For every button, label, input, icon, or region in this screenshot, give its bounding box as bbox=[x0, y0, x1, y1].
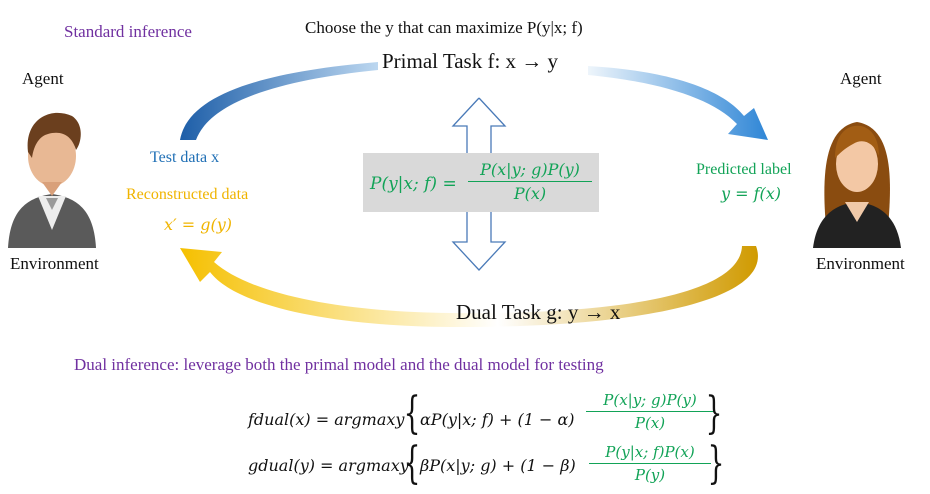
g-dual-denominator: P(y) bbox=[634, 466, 666, 485]
reconstructed-data-label: Reconstructed data bbox=[126, 186, 249, 203]
bayes-numerator: P(x|y; g)P(y) bbox=[480, 160, 580, 179]
male-agent-icon bbox=[8, 112, 96, 248]
left-agent-label: Agent bbox=[22, 69, 64, 88]
eq2-right-brace: } bbox=[707, 438, 725, 489]
f-dual-denominator: P(x) bbox=[634, 414, 666, 433]
predicted-label-equation: y = f(x) bbox=[721, 184, 782, 203]
choose-y-caption: Choose the y that can maximize P(y|x; f) bbox=[305, 18, 583, 37]
female-agent-icon bbox=[813, 122, 901, 248]
primal-arrow-left-arc bbox=[180, 62, 378, 140]
dual-inference-title: Dual inference: leverage both the primal… bbox=[74, 355, 604, 374]
g-dual-fraction: P(y|x; f)P(x) P(y) bbox=[589, 443, 711, 484]
eq2-left-brace: { bbox=[403, 438, 421, 489]
bayes-rule-box bbox=[363, 153, 599, 212]
bayes-denominator: P(x) bbox=[513, 184, 547, 204]
bayes-fraction: P(x|y; g)P(y) P(x) bbox=[468, 160, 592, 203]
f-dual-numerator: P(x|y; g)P(y) bbox=[603, 391, 697, 409]
test-data-label: Test data x bbox=[150, 149, 220, 166]
g-dual-numerator: P(y|x; f)P(x) bbox=[605, 443, 695, 461]
f-dual-lhs: fdual(x) = argmaxy bbox=[248, 410, 405, 429]
bayes-lhs: P(y|x; f) = bbox=[370, 174, 457, 194]
f-dual-fraction: P(x|y; g)P(y) P(x) bbox=[586, 391, 714, 432]
g-dual-body: βP(x|y; g) + (1 − β) bbox=[420, 456, 576, 475]
primal-task-label: Primal Task f: x → y bbox=[382, 49, 559, 73]
eq1-left-brace: { bbox=[403, 388, 421, 439]
right-agent-label: Agent bbox=[840, 69, 882, 88]
dual-arrow bbox=[180, 246, 758, 328]
g-dual-lhs: gdual(y) = argmaxy bbox=[248, 456, 409, 475]
duality-double-arrow bbox=[451, 97, 507, 271]
reconstructed-data-equation: x′ = g(y) bbox=[164, 215, 232, 234]
right-environment-label: Environment bbox=[816, 254, 905, 273]
primal-arrow-right-arc bbox=[588, 66, 768, 140]
left-environment-label: Environment bbox=[10, 254, 99, 273]
predicted-label-caption: Predicted label bbox=[696, 161, 792, 178]
g-dual-fraction-bar bbox=[589, 463, 711, 465]
eq1-right-brace: } bbox=[705, 388, 723, 439]
dual-task-label: Dual Task g: y → x bbox=[456, 300, 621, 324]
standard-inference-label: Standard inference bbox=[64, 22, 192, 41]
f-dual-body: αP(y|x; f) + (1 − α) bbox=[420, 410, 575, 429]
bayes-fraction-bar bbox=[468, 181, 592, 183]
f-dual-fraction-bar bbox=[586, 411, 714, 413]
